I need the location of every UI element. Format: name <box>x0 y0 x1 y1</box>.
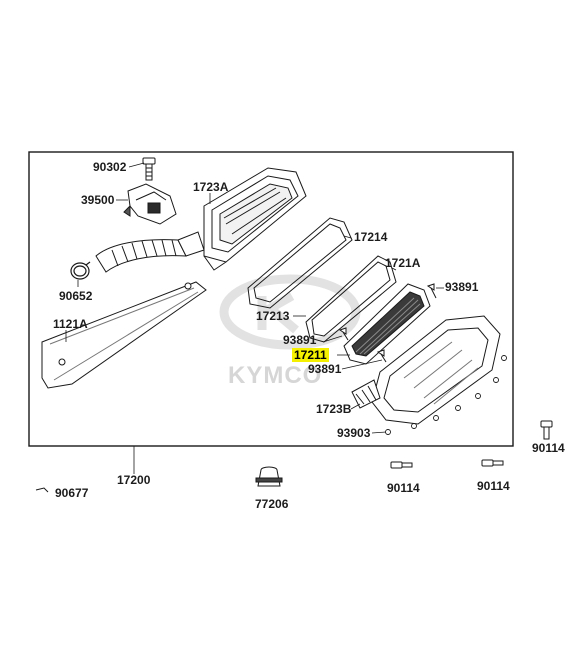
part-label-17213: 17213 <box>256 309 290 323</box>
part-label-90652: 90652 <box>59 289 93 303</box>
clamp-90652 <box>70 261 91 280</box>
part-label-93891-bottom: 93891 <box>308 362 342 376</box>
clip-90677 <box>35 487 49 493</box>
housing-lower-1723B <box>351 315 501 425</box>
part-label-1723B: 1723B <box>316 402 352 416</box>
screw-93891-set <box>338 283 437 363</box>
part-label-1721A: 1721A <box>385 256 421 270</box>
part-label-90302: 90302 <box>93 160 127 174</box>
bolt-90302 <box>142 157 156 181</box>
part-label-17211-highlighted: 17211 <box>292 348 329 362</box>
screw-chain-93903 <box>385 355 507 435</box>
intake-duct-hose <box>95 231 205 273</box>
brand-watermark-logo <box>219 274 361 350</box>
bolt-90114-middle <box>390 461 413 469</box>
part-label-1121A: 1121A <box>53 317 88 331</box>
drain-cap-77206 <box>255 466 283 487</box>
filter-frame-1721A <box>305 255 397 343</box>
bolt-90114-right <box>540 420 553 440</box>
part-label-93891-top: 93891 <box>445 280 479 294</box>
part-label-90114-left: 90114 <box>477 479 510 493</box>
part-label-1723A: 1723A <box>193 180 229 194</box>
assembly-frame <box>28 151 514 447</box>
leader-lines <box>65 162 444 474</box>
brand-watermark-text: KYMCO <box>228 362 323 389</box>
bolt-90114-left <box>481 459 504 467</box>
part-label-90114-right: 90114 <box>532 441 565 455</box>
part-label-17200: 17200 <box>117 473 151 487</box>
sensor-39500 <box>123 183 177 225</box>
housing-cover-1723A <box>203 167 307 271</box>
part-label-90114-middle: 90114 <box>387 481 420 495</box>
part-label-93903: 93903 <box>337 426 371 440</box>
part-label-77206: 77206 <box>255 497 289 511</box>
part-label-39500: 39500 <box>81 193 115 207</box>
part-label-90677: 90677 <box>55 486 89 500</box>
air-filter-element-17211 <box>343 283 431 365</box>
bracket-1121A <box>41 281 207 389</box>
part-label-17214: 17214 <box>354 230 388 244</box>
filter-seal-17214 <box>247 217 353 309</box>
part-label-93891-mid: 93891 <box>283 333 317 347</box>
